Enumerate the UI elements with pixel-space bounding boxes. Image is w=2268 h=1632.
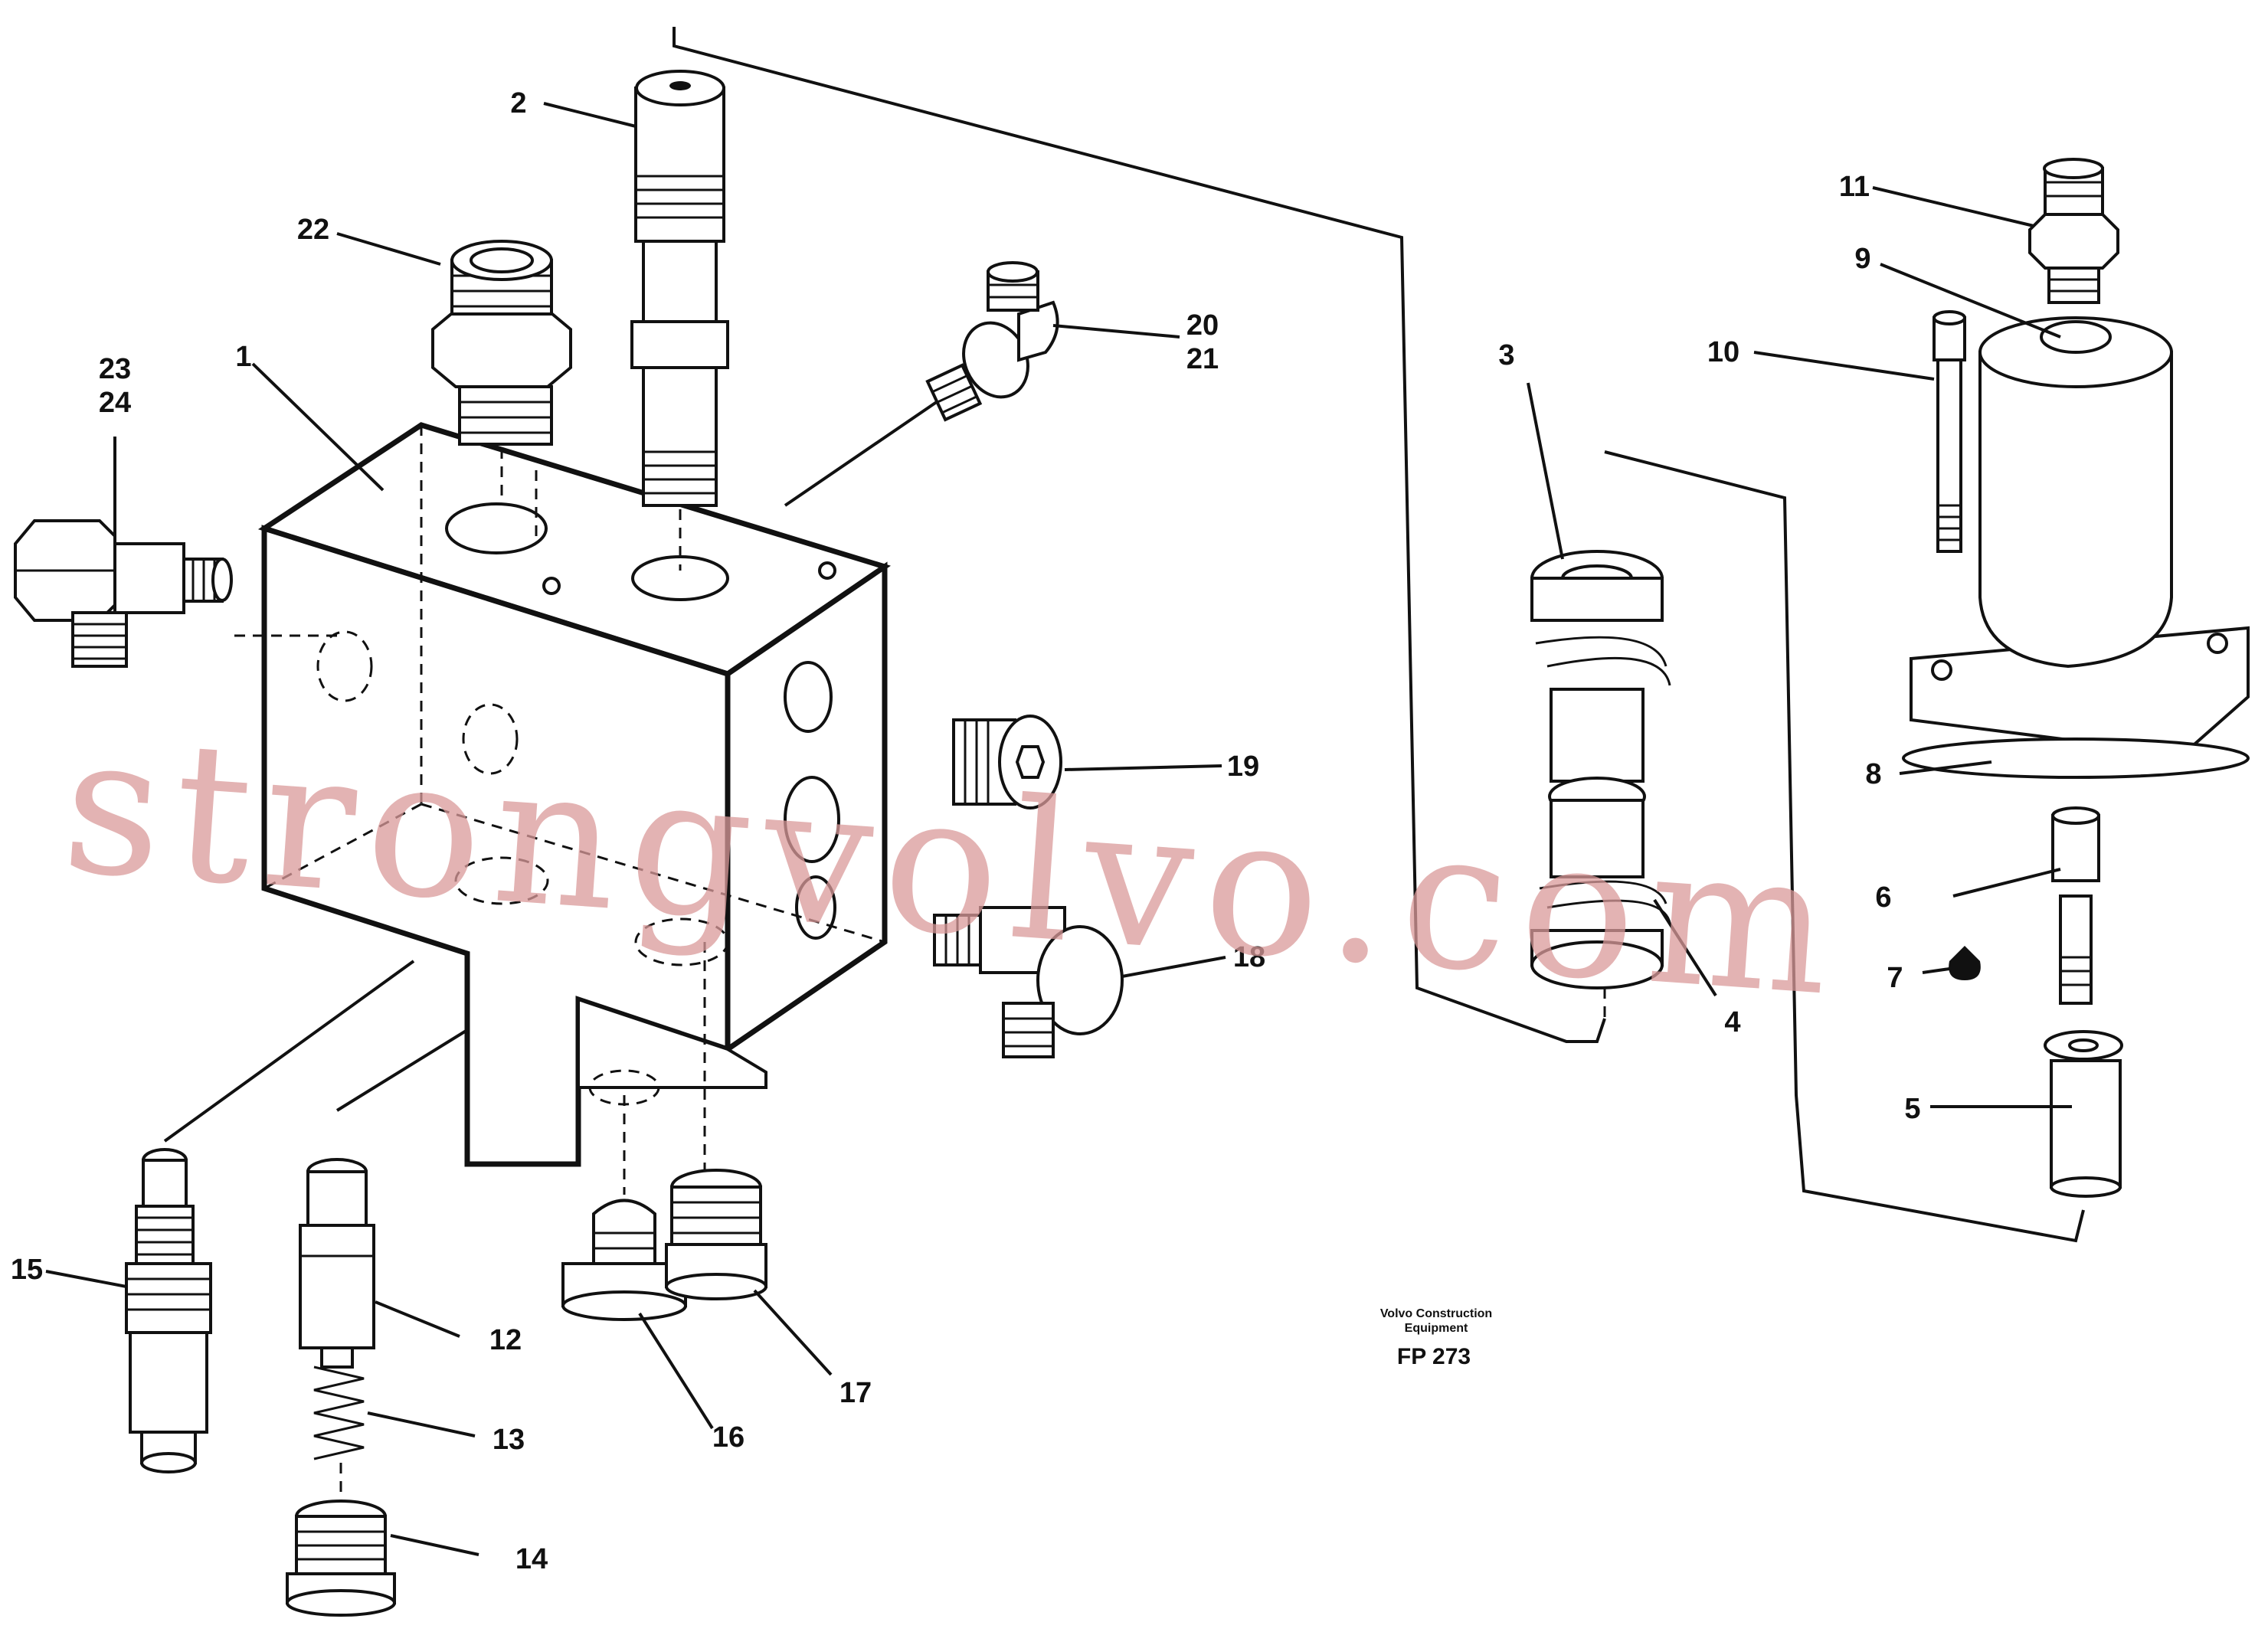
label-part-24: 24 bbox=[99, 387, 131, 419]
label-part-19: 19 bbox=[1227, 751, 1259, 783]
label-part-7: 7 bbox=[1887, 962, 1903, 994]
caption-line-1: Volvo Construction bbox=[1380, 1307, 1492, 1320]
label-part-6: 6 bbox=[1875, 881, 1891, 914]
part-labels: 1 2 3 4 5 6 7 8 9 10 11 12 13 14 15 16 1… bbox=[11, 87, 1921, 1575]
fitting-11-icon bbox=[2028, 158, 2119, 304]
caption: Volvo Construction Equipment FP 273 bbox=[1380, 1307, 1492, 1369]
cap-screw-10-icon bbox=[1933, 310, 1966, 553]
label-part-20: 20 bbox=[1186, 309, 1219, 342]
tee-fitting-23-icon bbox=[14, 519, 233, 668]
label-part-13: 13 bbox=[493, 1424, 525, 1456]
piston-6-icon bbox=[2051, 806, 2100, 1005]
plug-17-icon bbox=[665, 1169, 767, 1300]
cartridge-2-icon bbox=[630, 70, 729, 571]
leader-lines bbox=[45, 102, 2072, 1556]
label-part-16: 16 bbox=[712, 1421, 745, 1454]
label-part-11: 11 bbox=[1839, 171, 1870, 203]
label-part-2: 2 bbox=[510, 87, 526, 119]
label-part-18: 18 bbox=[1233, 941, 1265, 973]
label-part-21: 21 bbox=[1186, 343, 1219, 375]
plug-14-icon bbox=[286, 1500, 396, 1617]
spring-13-icon bbox=[313, 1346, 365, 1501]
sleeve-5-icon bbox=[2044, 1030, 2123, 1198]
label-part-15: 15 bbox=[11, 1254, 43, 1286]
adapter-22-icon bbox=[431, 240, 572, 498]
cap-assembly-9-icon bbox=[1902, 316, 2250, 779]
label-part-1: 1 bbox=[235, 341, 251, 373]
label-part-14: 14 bbox=[515, 1543, 548, 1575]
elbow-fitting-20-icon bbox=[925, 261, 1059, 422]
banjo-fitting-18-icon bbox=[933, 906, 1124, 1058]
label-part-4: 4 bbox=[1724, 1006, 1740, 1038]
label-part-22: 22 bbox=[297, 214, 329, 246]
label-part-8: 8 bbox=[1865, 758, 1881, 790]
routing-lines bbox=[163, 27, 2085, 1243]
label-part-17: 17 bbox=[839, 1377, 872, 1409]
valve-block bbox=[230, 422, 891, 1195]
caption-line-2: Equipment bbox=[1405, 1322, 1468, 1335]
valve-15-icon bbox=[125, 1148, 212, 1473]
spool-12-icon bbox=[299, 1158, 375, 1349]
label-part-23: 23 bbox=[99, 353, 131, 385]
label-part-9: 9 bbox=[1854, 243, 1870, 275]
label-part-5: 5 bbox=[1904, 1093, 1920, 1125]
plug-16-icon bbox=[561, 1199, 687, 1321]
spool-3-icon bbox=[1530, 550, 1671, 1019]
caption-code: FP 273 bbox=[1397, 1344, 1471, 1369]
ball-7-icon bbox=[1949, 946, 1981, 980]
plug-19-icon bbox=[952, 715, 1062, 809]
label-part-12: 12 bbox=[489, 1324, 522, 1356]
label-part-3: 3 bbox=[1498, 339, 1514, 371]
label-part-10: 10 bbox=[1707, 336, 1739, 368]
